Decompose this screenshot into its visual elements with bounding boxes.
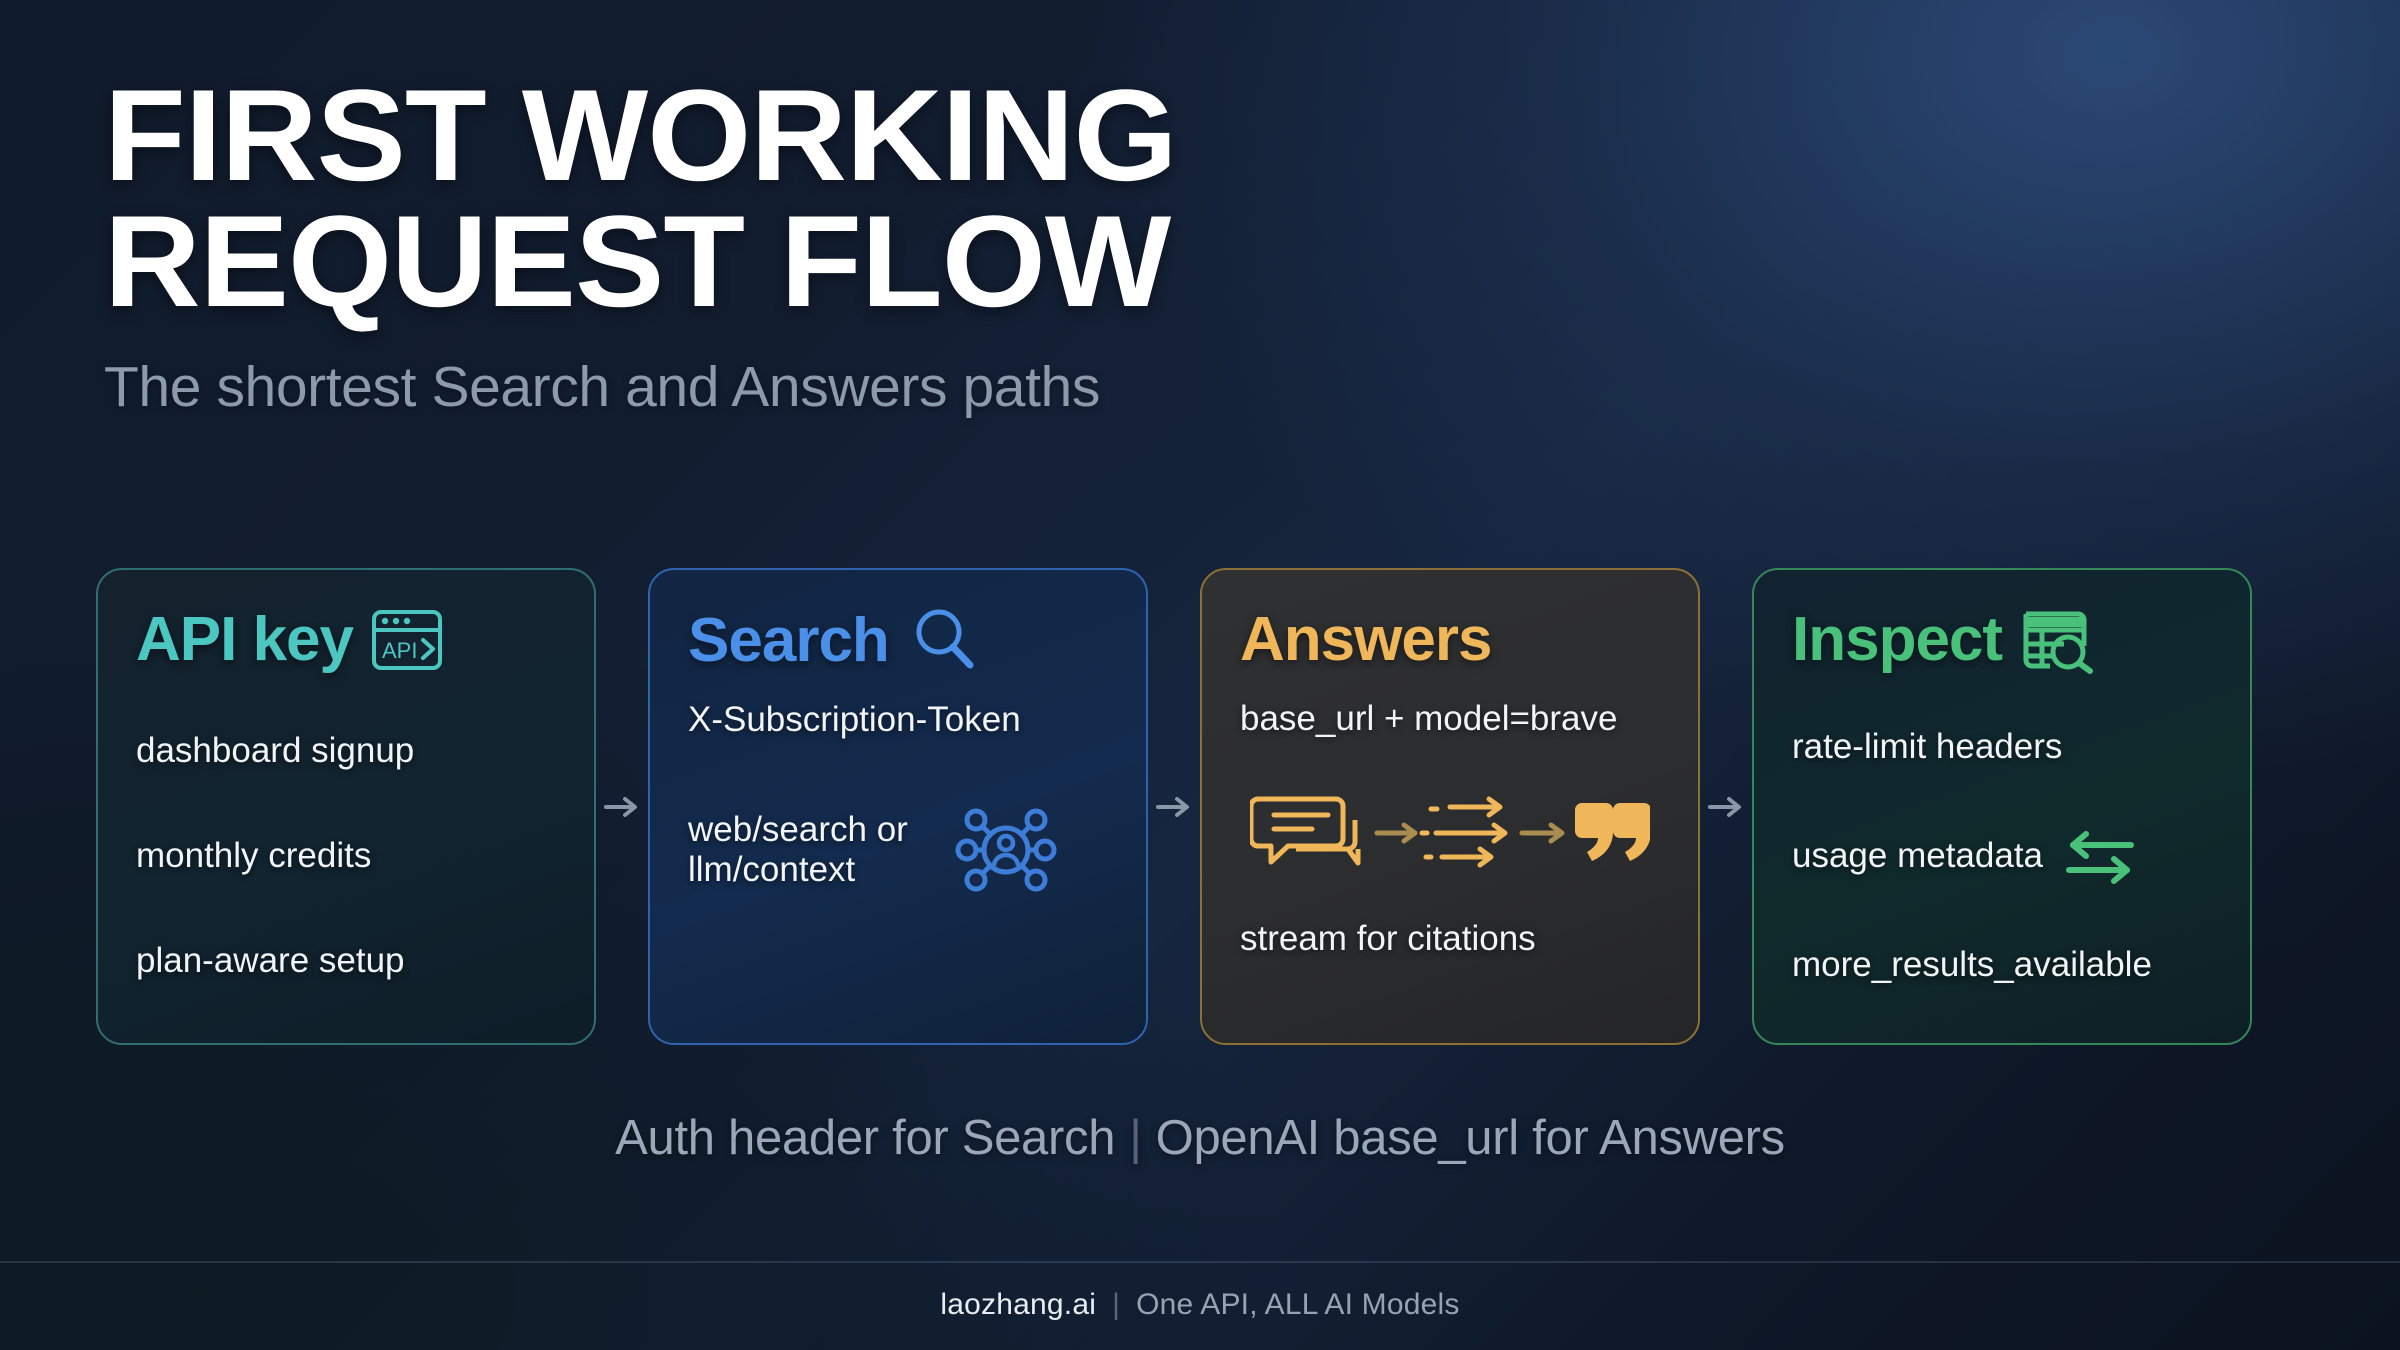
list-item: stream for citations [1240, 919, 1660, 959]
tagline-right: OpenAI base_url for Answers [1155, 1111, 1786, 1165]
list-item: X-Subscription-Token [688, 700, 1108, 740]
list-item: more_results_available [1792, 945, 2212, 985]
connector-arrow-3 [1700, 793, 1752, 821]
list-item: base_url + model=brave [1240, 699, 1660, 739]
browser-api-window-icon: API [371, 609, 443, 671]
footer-divider [0, 1261, 2400, 1263]
card-search-title: Search [688, 605, 890, 675]
footer: laozhang.ai | One API, ALL AI Models [0, 1288, 2400, 1322]
card-search[interactable]: Search X-Subscription-Token web/search o… [648, 568, 1148, 1045]
bullet-text: dashboard signup [136, 731, 415, 771]
bullet-text: stream for citations [1240, 918, 1536, 958]
connector-arrow-2 [1148, 793, 1200, 821]
list-item: usage metadata [1792, 824, 2212, 888]
list-item: plan-aware setup [136, 941, 556, 981]
list-item: web/search or llm/context [688, 798, 1108, 902]
card-api-key-title: API key [136, 605, 354, 674]
header: FIRST WORKING REQUEST FLOW The shortest … [104, 70, 1804, 420]
network-hub-user-icon [954, 798, 1058, 902]
bullet-text: web/search or llm/context [688, 810, 908, 889]
card-inspect-body: rate-limit headers usage metadata [1792, 699, 2212, 1013]
bullet-text: monthly credits [136, 836, 372, 876]
chat-stream-quote-sequence-icon [1250, 785, 1650, 881]
card-inspect[interactable]: Inspect [1752, 568, 2252, 1045]
footer-separator: | [1112, 1288, 1121, 1321]
card-answers-header: Answers [1240, 604, 1660, 675]
bullet-text: base_url + model=brave [1240, 699, 1618, 738]
page-subtitle: The shortest Search and Answers paths [104, 355, 1100, 420]
svg-text:API: API [382, 638, 417, 663]
list-item-icon-row [1240, 785, 1660, 881]
arrow-right-icon [602, 793, 642, 821]
bullet-text: plan-aware setup [136, 940, 405, 980]
arrow-right-icon [1706, 793, 1746, 821]
page-title: FIRST WORKING REQUEST FLOW [104, 62, 1178, 335]
card-answers-title: Answers [1240, 605, 1492, 674]
card-search-body: X-Subscription-Token web/search or llm/c… [688, 700, 1108, 1013]
list-item: monthly credits [136, 836, 556, 876]
card-row: API key API dashboard signup [96, 568, 2304, 1045]
tagline: Auth header for Search|OpenAI base_url f… [0, 1110, 2400, 1166]
footer-brand: laozhang.ai [940, 1288, 1097, 1321]
arrow-right-icon [1154, 793, 1194, 821]
table-magnifier-icon [2020, 606, 2096, 674]
magnifier-icon [907, 604, 981, 676]
card-api-key[interactable]: API key API dashboard signup [96, 568, 596, 1045]
bullet-text: rate-limit headers [1792, 727, 2063, 767]
card-api-key-header: API key API [136, 604, 556, 675]
card-api-key-body: dashboard signup monthly credits plan-aw… [136, 699, 556, 1013]
card-answers[interactable]: Answers base_url + model=brave [1200, 568, 1700, 1045]
card-answers-body: base_url + model=brave [1240, 699, 1660, 1013]
card-search-header: Search [688, 604, 1108, 676]
exchange-arrows-icon [2059, 824, 2143, 888]
list-item: rate-limit headers [1792, 727, 2212, 767]
list-item: dashboard signup [136, 731, 556, 771]
tagline-left: Auth header for Search [615, 1111, 1116, 1165]
bullet-text: more_results_available [1792, 944, 2152, 984]
bullet-text: usage metadata [1792, 836, 2044, 876]
connector-arrow-1 [596, 793, 648, 821]
bullet-text: X-Subscription-Token [688, 700, 1021, 739]
footer-tagline: One API, ALL AI Models [1136, 1288, 1460, 1321]
card-inspect-header: Inspect [1792, 604, 2212, 675]
tagline-separator: | [1129, 1111, 1142, 1165]
card-inspect-title: Inspect [1792, 605, 2003, 674]
